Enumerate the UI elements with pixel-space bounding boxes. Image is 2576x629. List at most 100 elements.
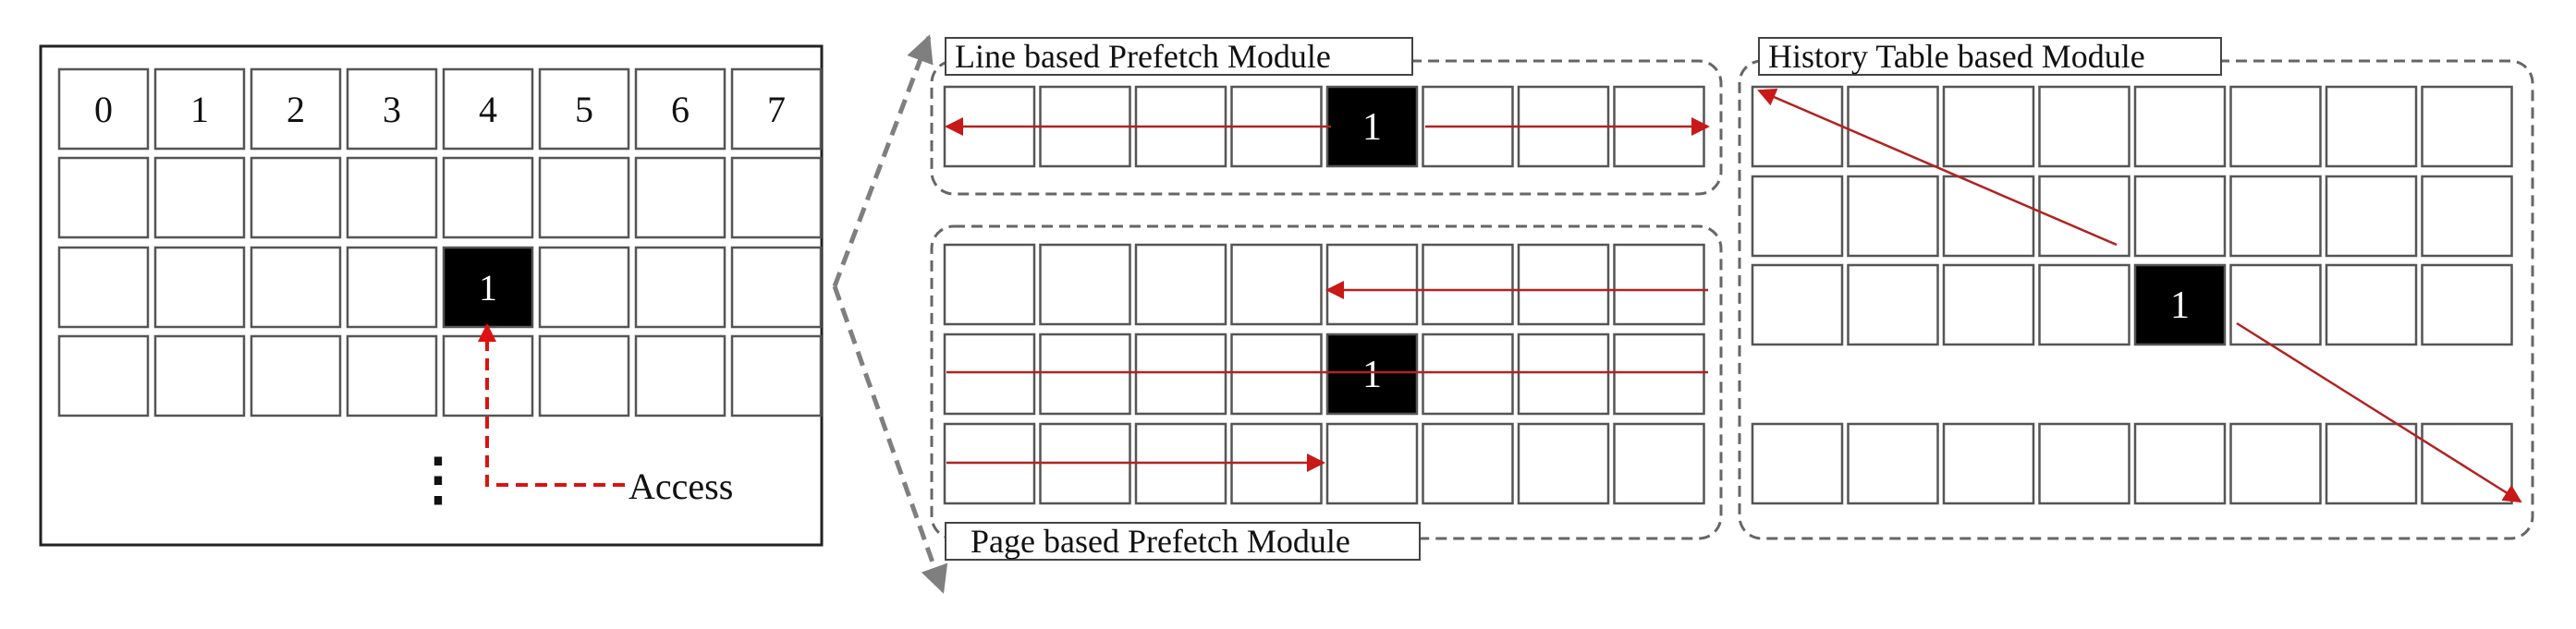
history-module-cell <box>1847 422 1939 505</box>
page-module-cell <box>1422 422 1514 505</box>
history-module-grid: 1 <box>1751 85 2513 505</box>
line-module-accessed-cell-label: 1 <box>1362 106 1382 149</box>
column-header-2: 2 <box>250 67 342 151</box>
memory-cell <box>730 156 823 239</box>
page-module-cell <box>1039 243 1131 326</box>
memory-cell <box>57 156 150 239</box>
memory-cell <box>250 246 342 329</box>
column-header-3: 3 <box>346 67 438 151</box>
history-module-cell <box>2421 422 2513 505</box>
history-module-cell <box>2133 422 2227 505</box>
page-module-cell <box>1325 243 1419 326</box>
history-module-cell <box>2421 263 2513 346</box>
column-header-1: 1 <box>153 67 246 151</box>
history-module-title: History Table based Module <box>1768 38 2145 75</box>
column-header-label: 4 <box>479 89 497 130</box>
history-module-cell <box>2325 175 2418 258</box>
memory-cell <box>730 246 823 329</box>
history-module-cell <box>2229 263 2322 346</box>
memory-cell <box>153 156 246 239</box>
page-module-cell <box>1517 422 1610 505</box>
history-prefetch-arrow-down <box>2236 321 2522 503</box>
column-header-label: 7 <box>767 89 786 130</box>
history-module-cell <box>1942 263 2035 346</box>
memory-cell <box>346 156 438 239</box>
history-module: 1 History Table based Module <box>1738 37 2534 540</box>
history-module-accessed-cell-label: 1 <box>2170 284 2190 327</box>
memory-cell <box>634 334 726 417</box>
line-module-title: Line based Prefetch Module <box>955 38 1331 75</box>
history-module-cell <box>1751 422 1844 505</box>
memory-cell <box>538 334 630 417</box>
page-module-cell <box>1613 333 1705 416</box>
history-module-cell <box>2421 175 2513 258</box>
history-module-cell <box>2038 263 2130 346</box>
page-module-cell <box>943 333 1036 416</box>
memory-cell <box>57 334 150 417</box>
fan-arrows <box>832 34 948 594</box>
memory-cell <box>730 334 823 417</box>
access-arrow <box>478 323 625 487</box>
column-header-label: 2 <box>287 89 305 130</box>
page-module-cell <box>1613 243 1705 326</box>
fan-arrow-down <box>832 285 948 594</box>
column-header-7: 7 <box>730 67 823 151</box>
history-module-cell <box>2325 422 2418 505</box>
memory-cell <box>57 246 150 329</box>
history-module-cell <box>2038 422 2130 505</box>
page-module-cell <box>1325 422 1419 505</box>
page-module-cell <box>1613 422 1705 505</box>
page-module-outline <box>930 224 1723 540</box>
history-module-cell <box>2325 263 2418 346</box>
column-header-label: 1 <box>190 89 209 130</box>
history-module-cell <box>1751 85 1844 168</box>
history-module-cell <box>1942 422 2035 505</box>
history-module-cell <box>2133 85 2227 168</box>
memory-cell <box>634 246 726 329</box>
column-header-5: 5 <box>538 67 630 151</box>
memory-cell <box>153 334 246 417</box>
history-module-cell <box>1751 263 1844 346</box>
history-module-cell <box>1847 175 1939 258</box>
memory-cell <box>346 246 438 329</box>
history-module-cell <box>2229 175 2322 258</box>
accessed-cell-label: 1 <box>479 267 497 308</box>
memory-cell <box>153 246 246 329</box>
page-module: 1 Page based Prefetch Module <box>930 224 1723 561</box>
history-module-cell <box>2038 85 2130 168</box>
history-module-cell <box>1847 263 1939 346</box>
memory-cell <box>250 334 342 417</box>
access-label: Access <box>629 466 733 507</box>
memory-cell <box>442 156 534 239</box>
fan-arrow-up <box>832 34 934 287</box>
page-module-cell <box>1230 243 1323 326</box>
page-module-cell <box>943 243 1036 326</box>
page-module-title-box <box>945 522 1421 561</box>
line-module-accessed-cell: 1 <box>1325 85 1419 168</box>
column-header-4: 4 <box>442 67 534 151</box>
page-module-cell <box>1517 333 1610 416</box>
history-module-accessed-cell: 1 <box>2133 263 2227 346</box>
page-module-cell <box>1039 333 1131 416</box>
history-module-cell <box>1847 85 1939 168</box>
memory-cell <box>634 156 726 239</box>
history-module-cell <box>2229 85 2322 168</box>
page-module-cell <box>1422 333 1514 416</box>
page-module-title: Page based Prefetch Module <box>971 523 1350 560</box>
page-module-accessed-cell: 1 <box>1325 333 1419 416</box>
line-module: 1 Line based Prefetch Module <box>930 37 1723 196</box>
history-module-cell <box>2133 175 2227 258</box>
page-module-grid: 1 <box>943 243 1705 505</box>
page-module-cell <box>1517 243 1610 326</box>
accessed-cell: 1 <box>442 246 534 329</box>
history-module-cell <box>2325 85 2418 168</box>
page-module-accessed-cell-label: 1 <box>1362 354 1382 396</box>
column-header-label: 5 <box>575 89 593 130</box>
memory-cell <box>250 156 342 239</box>
column-header-label: 0 <box>94 89 113 130</box>
column-header-6: 6 <box>634 67 726 151</box>
memory-cell <box>538 246 630 329</box>
